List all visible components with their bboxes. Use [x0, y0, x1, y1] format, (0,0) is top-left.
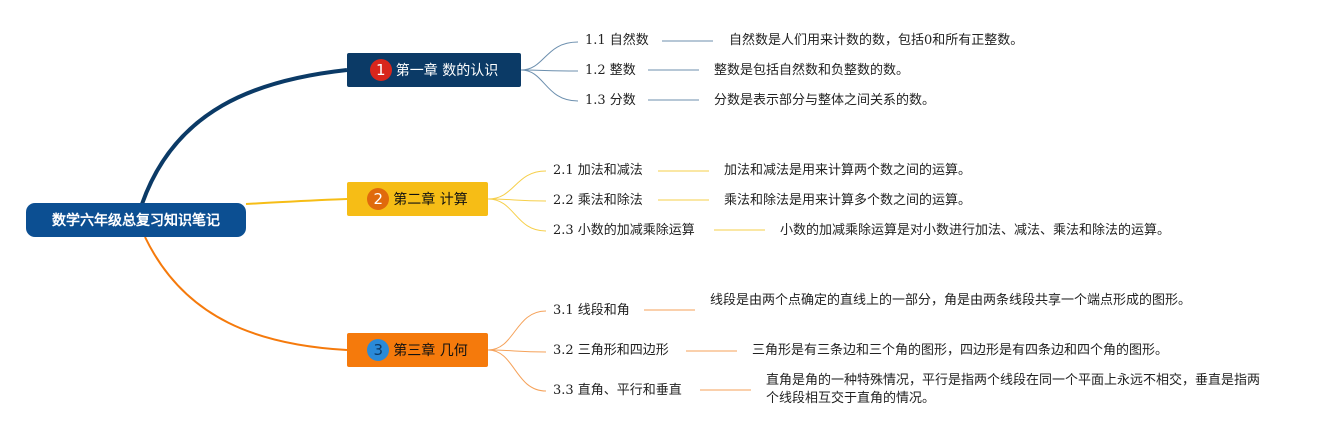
connector-ch3-item3: [487, 349, 547, 392]
topic-3-1[interactable]: 3.1 线段和角: [553, 303, 630, 318]
topic-desc-1-2[interactable]: 整数是包括自然数和负整数的数。: [714, 63, 910, 78]
topic-desc-2-3[interactable]: 小数的加减乘除运算是对小数进行加法、减法、乘法和除法的运算。: [780, 223, 1171, 238]
chapter-title-2: 第二章 计算: [393, 192, 468, 208]
chapter-node-1[interactable]: 1 第一章 数的认识: [347, 53, 521, 87]
topic-2-1[interactable]: 2.1 加法和减法: [553, 163, 643, 178]
topic-desc-3-1[interactable]: 线段是由两个点确定的直线上的一部分，角是由两条线段共享一个端点形成的图形。: [710, 293, 1192, 308]
topic-1-3[interactable]: 1.3 分数: [585, 93, 636, 108]
topic-3-3[interactable]: 3.3 直角、平行和垂直: [553, 383, 682, 398]
connector-root-ch3: [144, 236, 348, 351]
connector-ch1-item3: [520, 69, 579, 102]
connector-ch2-item2: [487, 198, 547, 202]
connector-root-ch2: [245, 198, 348, 205]
topic-desc-3-2[interactable]: 三角形是有三条边和三个角的图形，四边形是有四条边和四个角的图形。: [752, 343, 1169, 358]
connector-ch1-item2: [520, 69, 579, 72]
connector-root-ch1: [140, 68, 348, 205]
topic-3-2[interactable]: 3.2 三角形和四边形: [553, 343, 669, 358]
topic-desc-1-3[interactable]: 分数是表示部分与整体之间关系的数。: [714, 93, 936, 108]
number-badge-1: 1: [369, 59, 392, 81]
topic-2-3[interactable]: 2.3 小数的加减乘除运算: [553, 223, 695, 238]
topic-desc-3-3[interactable]: 直角是角的一种特殊情况，平行是指两个线段在同一个平面上永远不相交，垂直是指两个线…: [766, 373, 1261, 406]
chapter-node-3[interactable]: 3 第三章 几何: [347, 333, 488, 367]
chapter-title-1: 第一章 数的认识: [395, 63, 499, 79]
chapter-node-2[interactable]: 2 第二章 计算: [347, 182, 488, 216]
topic-desc-1-1[interactable]: 自然数是人们用来计数的数，包括0和所有正整数。: [729, 33, 1024, 48]
connector-ch3-item2: [487, 349, 547, 353]
topic-desc-2-1[interactable]: 加法和减法是用来计算两个数之间的运算。: [724, 163, 972, 178]
connector-ch2-item3: [487, 198, 547, 232]
connector-ch1-item1: [520, 41, 579, 71]
connector-ch2-item1: [487, 170, 547, 200]
number-badge-2: 2: [367, 188, 390, 210]
chapter-title-3: 第三章 几何: [393, 343, 468, 359]
connector-ch3-item1: [487, 310, 547, 351]
topic-desc-2-2[interactable]: 乘法和除法是用来计算多个数之间的运算。: [724, 193, 972, 208]
root-node-label: 数学六年级总复习知识笔记: [52, 213, 220, 229]
number-badge-3: 3: [367, 339, 390, 361]
topic-2-2[interactable]: 2.2 乘法和除法: [553, 193, 643, 208]
topic-1-1[interactable]: 1.1 自然数: [585, 33, 649, 48]
topic-1-2[interactable]: 1.2 整数: [585, 63, 636, 78]
root-node[interactable]: 数学六年级总复习知识笔记: [26, 203, 246, 237]
